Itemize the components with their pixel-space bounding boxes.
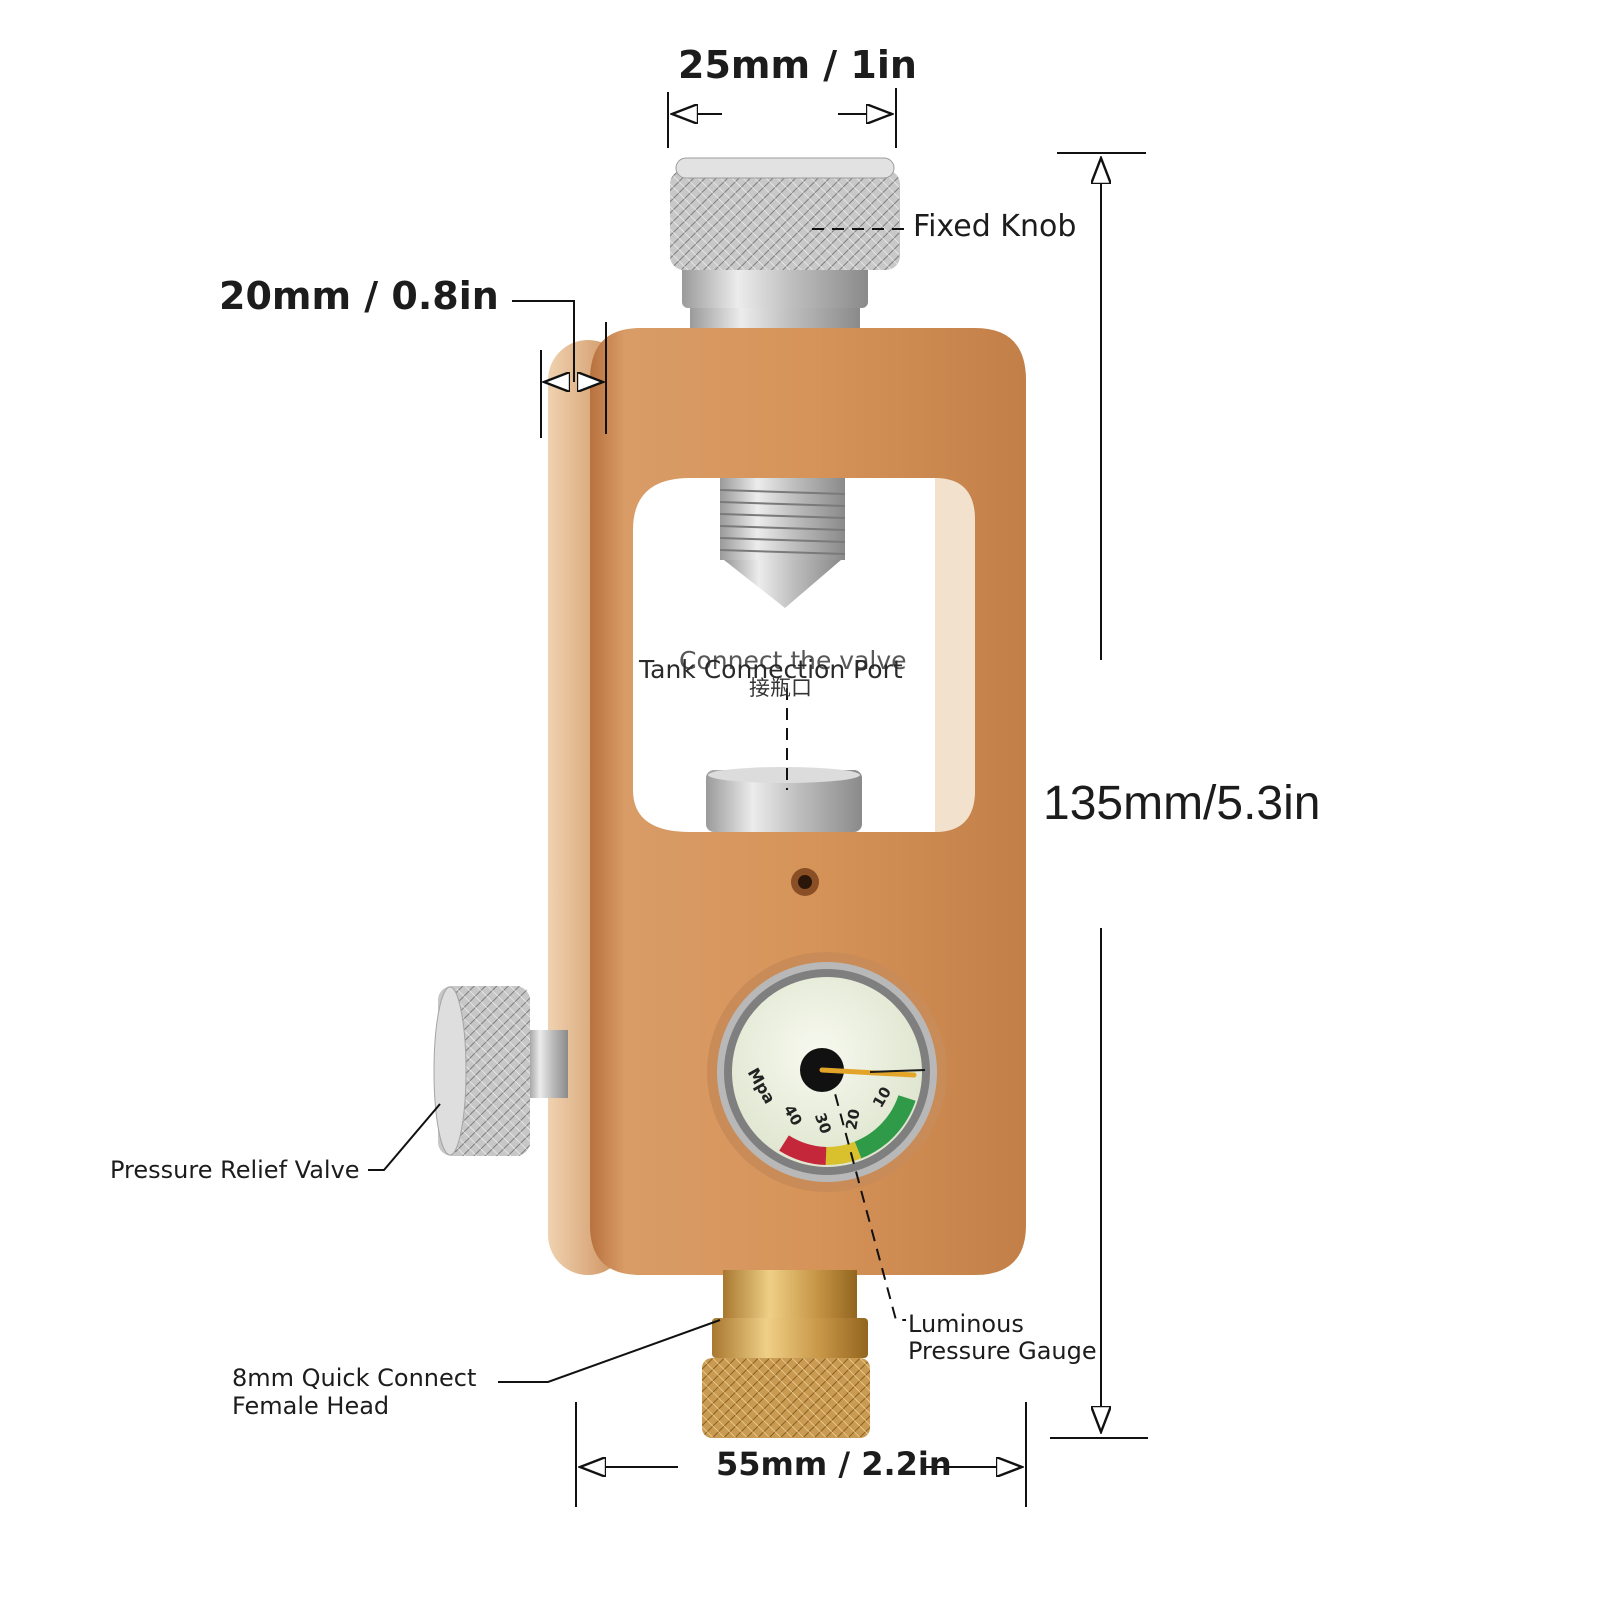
gauge-label-line2: Pressure Gauge [908,1337,1097,1365]
tank-port-label: Tank Connection Port [639,655,903,684]
fixed-knob-label: Fixed Knob [913,209,1077,244]
quick-connect-female-head [702,1270,870,1438]
gauge-tick-20: 20 [842,1107,864,1132]
tank-port-overlay-label: Connect the valve [679,646,907,675]
pressure-relief-valve [433,986,568,1156]
quick-connect-label-line2: Female Head [232,1392,390,1420]
knob-width-dimension: 25mm / 1in [678,43,917,87]
body-width-dimension: 55mm / 2.2in [716,1445,952,1483]
gauge-label-line1: Luminous [908,1310,1024,1338]
total-height-dimension: 135mm/5.3in [1043,777,1321,830]
tank-port-cn-label: 接瓶口 [749,676,812,700]
pressure-gauge [707,952,947,1192]
body-depth-dimension: 20mm / 0.8in [219,274,499,318]
valve-screw [719,478,846,608]
tank-connection-port [706,767,862,832]
fixed-knob [670,157,900,333]
quick-connect-label-line1: 8mm Quick Connect [232,1364,477,1392]
pressure-relief-valve-label: Pressure Relief Valve [110,1156,360,1184]
